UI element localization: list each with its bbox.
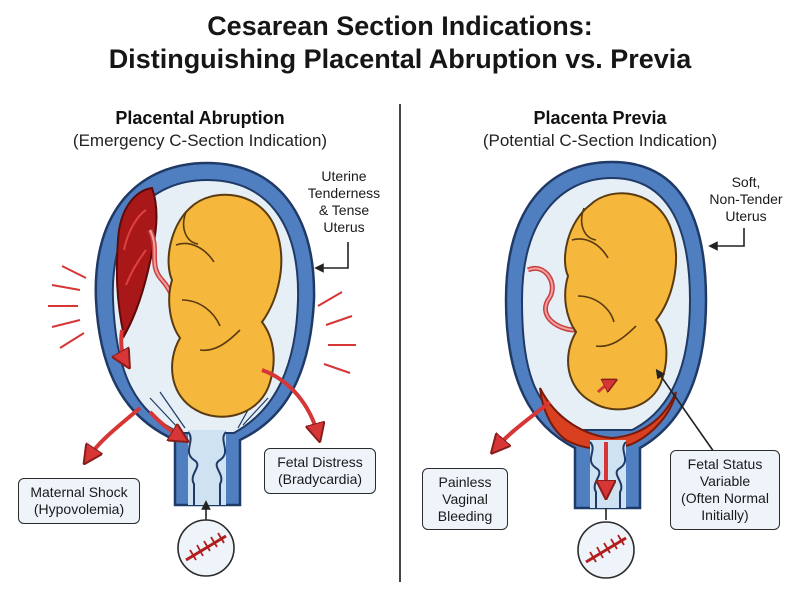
left-uterus [48, 161, 356, 577]
box-line: Fetal Status [687, 456, 763, 472]
box-line: (Bradycardia) [277, 471, 363, 487]
box-line: (Often Normal [681, 490, 769, 506]
right-uterus [496, 160, 745, 579]
title-line-2: Distinguishing Placental Abruption vs. P… [108, 44, 692, 74]
box-line: Variable [699, 473, 751, 489]
callout-line: Soft, [731, 174, 761, 190]
right-callout-soft-uterus: Soft, Non-Tender Uterus [700, 174, 792, 225]
box-line: Painless [438, 473, 492, 490]
box-line: Initially) [701, 507, 749, 523]
fetal-status-box: Fetal Status Variable (Often Normal Init… [670, 450, 780, 530]
callout-line: Non-Tender [709, 191, 783, 207]
box-line: Vaginal [442, 490, 488, 507]
right-panel-heading: Placenta Previa [533, 108, 667, 128]
right-panel-subheading: (Potential C-Section Indication) [482, 131, 718, 150]
main-title: Cesarean Section Indications: Distinguis… [0, 10, 800, 76]
callout-line: & Tense [318, 202, 370, 218]
box-line: Fetal Distress [277, 454, 363, 470]
callout-line: Uterine [321, 168, 367, 184]
painless-bleeding-box: Painless Vaginal Bleeding [422, 468, 508, 530]
left-panel-subheading: (Emergency C-Section Indication) [72, 131, 328, 150]
title-line-1: Cesarean Section Indications: [207, 11, 593, 41]
box-line: Maternal Shock [30, 484, 128, 500]
panel-divider [399, 104, 401, 582]
left-callout-uterine-tenderness: Uterine Tenderness & Tense Uterus [294, 168, 394, 236]
callout-line: Tenderness [307, 185, 381, 201]
callout-line: Uterus [323, 219, 365, 235]
fetal-distress-box: Fetal Distress (Bradycardia) [264, 448, 376, 494]
maternal-shock-box: Maternal Shock (Hypovolemia) [18, 478, 140, 524]
box-line: (Hypovolemia) [33, 501, 125, 517]
callout-line: Uterus [725, 208, 767, 224]
left-panel-heading: Placental Abruption [115, 108, 285, 128]
box-line: Bleeding [437, 507, 493, 524]
